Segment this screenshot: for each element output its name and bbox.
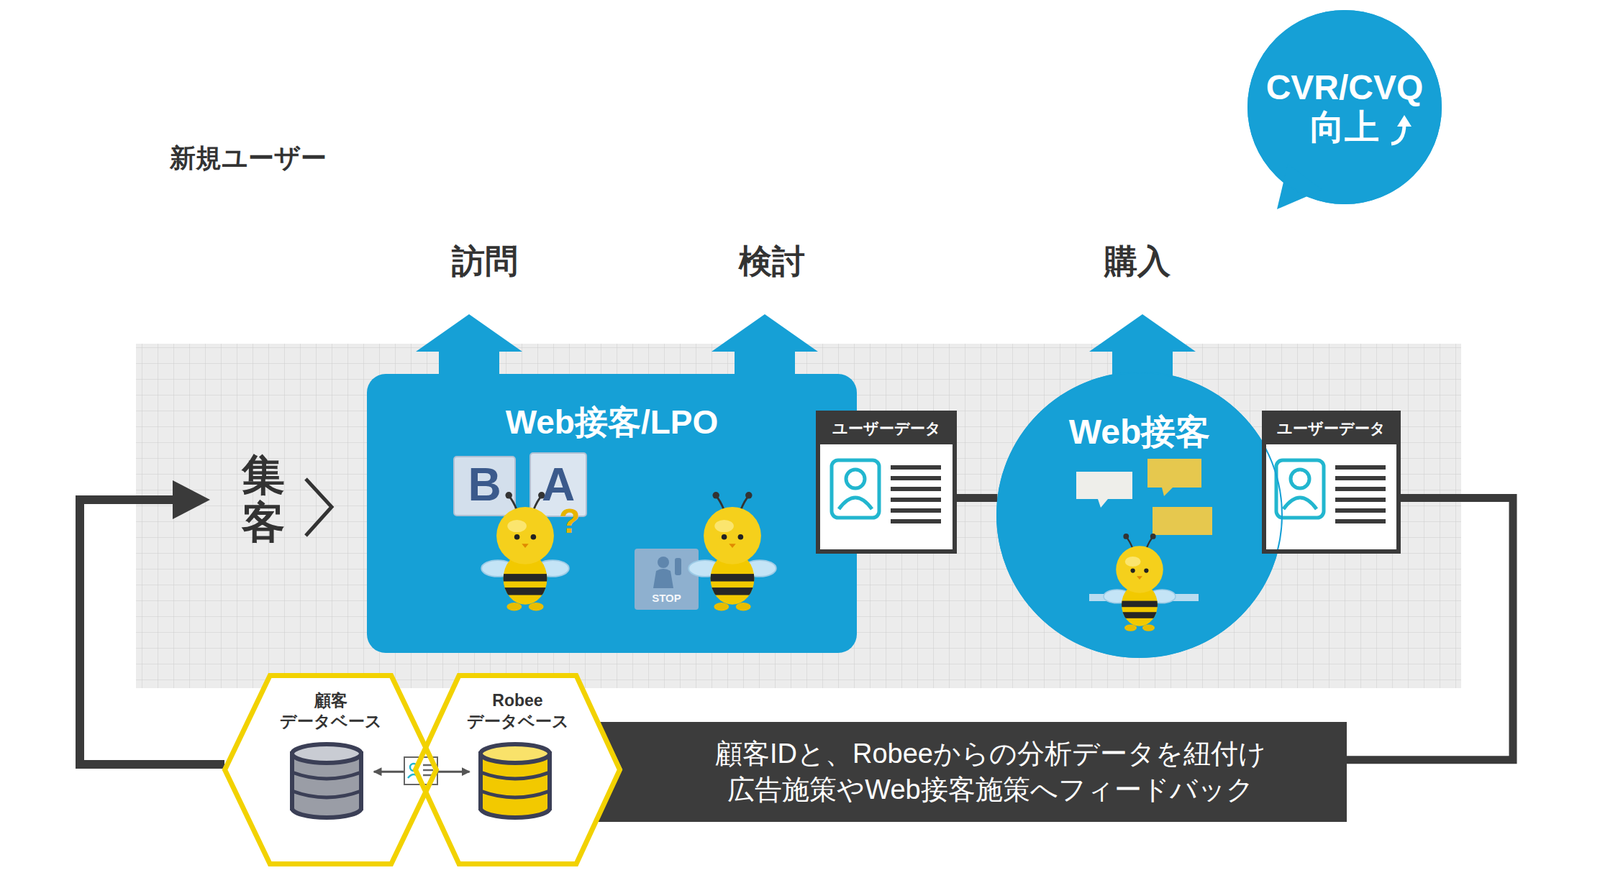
cvr-bubble-outline-shape [1248, 10, 1442, 204]
feedback-arrowhead [172, 480, 211, 520]
lpo-box-fill [366, 374, 857, 654]
node-text: 顧客IDと、Robeeからの分析データを紐付け 広告施策やWeb接客施策へフィー… [656, 736, 1326, 808]
cvr-bubble-outline [1247, 10, 1442, 205]
feedback-band: 顧客IDと、Robeeからの分析データを紐付け 広告施策やWeb接客施策へフィー… [591, 722, 1347, 823]
web-service-circle: Web接客 [996, 371, 1283, 659]
database-yellow [480, 744, 550, 818]
grid-band [135, 343, 1462, 689]
web-service-circle-outline-shape [997, 372, 1283, 658]
hex-fill [412, 673, 623, 867]
feedback-wire [79, 500, 225, 765]
question-mark: ? [555, 500, 585, 543]
stage-label: 検討 [714, 241, 830, 282]
card-fill [1261, 410, 1401, 554]
robee-db-hex: Robee データベース [412, 673, 623, 867]
band-fill [591, 722, 1347, 823]
bee [1103, 533, 1176, 632]
chevron [305, 479, 332, 536]
hex-fill [222, 673, 439, 867]
web-circle-fill [996, 371, 1283, 659]
node-text: Web接客 [1010, 411, 1270, 454]
robee-db-hex-outline-shape [415, 676, 621, 865]
customer-db-hex-outline-shape [225, 676, 437, 865]
cvr-bubble-fill [1247, 10, 1442, 210]
cvr-up-icon-head [1397, 115, 1412, 127]
customer-db-hex: 顧客 データベース [222, 673, 439, 867]
card-fill [815, 410, 957, 554]
database-grey [292, 744, 362, 818]
stop-text: STOP [634, 592, 699, 606]
acquisition-label: 集客 [241, 451, 285, 547]
stage-label: 訪問 [427, 241, 543, 282]
stop-sign [634, 548, 699, 611]
user-icon [831, 460, 942, 522]
connector [956, 494, 998, 503]
chat-bubbles [1076, 458, 1213, 536]
connector [1346, 497, 1513, 760]
user-data-card: ユーザーデータ [1261, 410, 1401, 554]
bee [688, 492, 777, 611]
user-icon [1276, 460, 1386, 522]
stage-label: 購入 [1079, 241, 1195, 282]
user-data-card: ユーザーデータ [815, 410, 957, 554]
lpo-box: Web接客/LPO [366, 374, 857, 654]
node-text: CVR/CVQ 向上 [1258, 67, 1431, 147]
card-header: ユーザーデータ [1266, 415, 1397, 445]
user-segment-label: 新規ユーザー [169, 142, 400, 174]
node-text: Robee データベース [456, 690, 580, 733]
cvr-up-icon [1391, 123, 1405, 144]
node-text: 顧客 データベース [269, 690, 393, 733]
cvr-bubble: CVR/CVQ 向上 [1247, 10, 1442, 205]
card-header: ユーザーデータ [820, 415, 953, 445]
node-text: Web接客/LPO [382, 402, 843, 443]
block-letter: B [453, 457, 516, 513]
